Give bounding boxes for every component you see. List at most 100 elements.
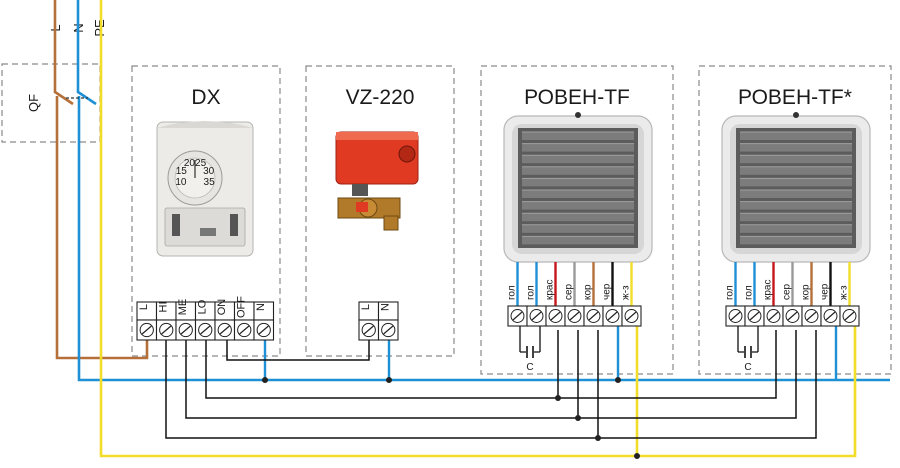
fan-wire-label: ж-з <box>621 285 632 300</box>
fan-louvers <box>740 131 852 245</box>
roven2-fan-image <box>721 112 871 263</box>
louver-slat <box>740 201 852 210</box>
screw-slot <box>825 311 836 321</box>
louver-slat <box>522 166 634 175</box>
louver-slat <box>740 224 852 233</box>
louver-slat <box>740 236 852 245</box>
terminal-label: HI <box>157 302 169 313</box>
fan-wire-label: сер <box>782 283 793 300</box>
louver-slat <box>522 213 634 222</box>
fan-wire-label: гол <box>744 285 755 300</box>
terminal-label: L <box>138 304 150 310</box>
vz-title: VZ-220 <box>346 86 415 109</box>
louver-slat <box>522 178 634 187</box>
junction-dot <box>595 435 601 441</box>
dx-thermostat-image <box>156 121 254 257</box>
junction-dot <box>634 453 640 459</box>
louver-slat <box>522 224 634 233</box>
dial-mark: 30 <box>203 166 215 177</box>
louver-slat <box>740 155 852 164</box>
fan-louvers <box>522 131 634 245</box>
fan-wire-label: ж-з <box>839 285 850 300</box>
junction-dot <box>262 377 268 383</box>
terminal-label: ME <box>177 299 189 316</box>
junction-dot <box>555 395 561 401</box>
dial-mark: 35 <box>204 177 216 188</box>
screw-slot <box>531 311 542 321</box>
screw-slot <box>363 325 374 335</box>
screw-slot <box>569 311 580 321</box>
screw-slot <box>141 325 152 335</box>
screw-slot <box>550 311 561 321</box>
roven1-capacitor-label: C <box>526 362 533 373</box>
screw-slot <box>749 311 760 321</box>
screw-slot <box>239 325 250 335</box>
fan-wire-label: крас <box>763 280 774 301</box>
dial-mark: 25 <box>195 158 207 169</box>
louver-slat <box>740 190 852 198</box>
dx-hi-wire <box>165 322 817 439</box>
bus-label-pe: PE <box>92 19 107 37</box>
qf-frame <box>1 63 101 143</box>
screw-slot <box>588 311 599 321</box>
dx-title: DX <box>191 86 220 109</box>
louver-slat <box>740 178 852 187</box>
louver-slat <box>522 190 634 198</box>
fan-wire-label: гол <box>507 285 518 300</box>
roven2-terminal-block <box>725 305 860 327</box>
screw-slot <box>180 325 191 335</box>
screw-slot <box>512 311 523 321</box>
louver-slat <box>740 213 852 222</box>
terminal-label: OFF <box>235 296 247 318</box>
dx-me-wire <box>185 322 797 419</box>
dial-mark: 15 <box>176 166 188 177</box>
screw-slot <box>626 311 637 321</box>
junction-dot <box>386 377 392 383</box>
terminal-label: N <box>379 303 391 311</box>
roven1-fan-image <box>503 112 653 263</box>
qf-label: QF <box>26 94 41 112</box>
fan-wire-label: чер <box>820 283 831 300</box>
screw-slot <box>219 325 230 335</box>
fan-wire-label: чер <box>602 283 613 300</box>
louver-slat <box>522 132 634 140</box>
fan-wire-label: кор <box>801 284 812 300</box>
ground-wire <box>99 0 857 458</box>
roven1-title: РОВЕН-TF <box>524 86 630 109</box>
screw-slot <box>258 325 269 335</box>
terminal-label: L <box>360 304 372 310</box>
terminal-label: ON <box>216 299 228 316</box>
fan-wire-label: кор <box>583 284 594 300</box>
dial-mark: 20 <box>184 158 196 169</box>
screw-slot <box>607 311 618 321</box>
screw-slot <box>383 325 394 335</box>
dx-lo-wire <box>205 322 777 399</box>
screw-slot <box>730 311 741 321</box>
louver-slat <box>522 201 634 210</box>
terminal-label: N <box>255 303 267 311</box>
screw-slot <box>161 325 172 335</box>
roven1-capacitor: C <box>519 326 541 373</box>
louver-slat <box>522 155 634 164</box>
screw-slot <box>200 325 211 335</box>
louver-slat <box>522 143 634 152</box>
screw-slot <box>768 311 779 321</box>
screw-slot <box>787 311 798 321</box>
roven2-frame <box>698 65 892 375</box>
dx-on-to-vz-l <box>226 322 370 361</box>
louver-slat <box>740 143 852 152</box>
junction-dot <box>615 377 621 383</box>
fan-wire-label: сер <box>564 283 575 300</box>
screw-slot <box>844 311 855 321</box>
louver-slat <box>740 166 852 175</box>
fan-wire-label: гол <box>725 285 736 300</box>
fan-wire-label: крас <box>545 280 556 301</box>
louver-slat <box>522 236 634 245</box>
vz-frame <box>305 65 455 357</box>
vz-valve-image <box>335 131 419 231</box>
